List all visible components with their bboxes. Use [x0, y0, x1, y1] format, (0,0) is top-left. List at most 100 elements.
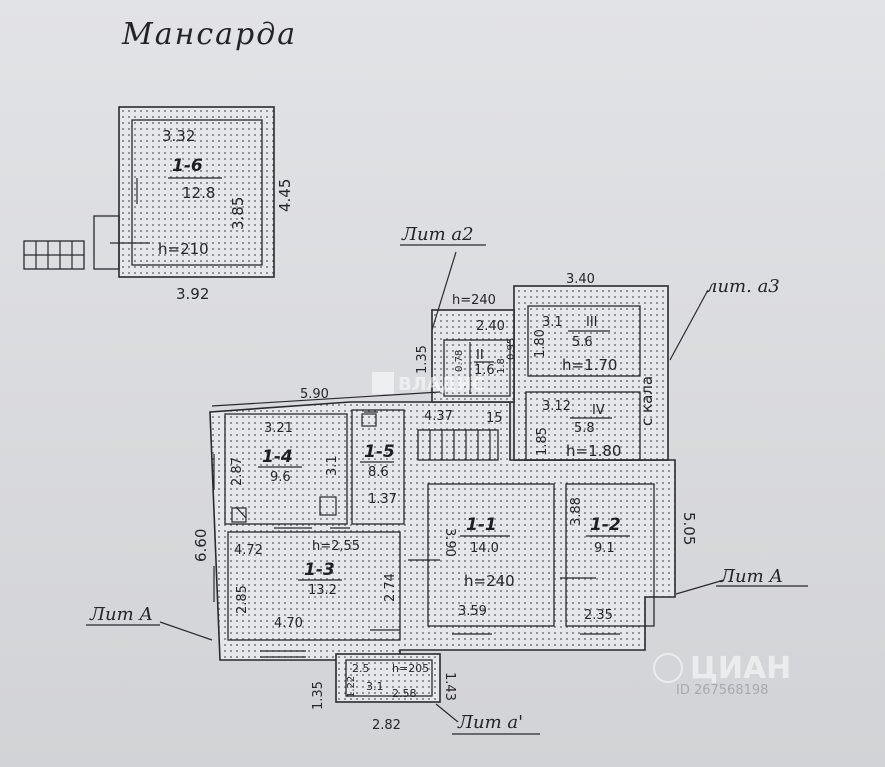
- r13-area: 13.2: [308, 583, 337, 598]
- dim-122: 1.22: [346, 676, 357, 698]
- rIII-id: III: [586, 315, 598, 330]
- rIV-height: h=1.80: [566, 442, 621, 460]
- leader-a1: [435, 703, 459, 723]
- attic-block: 3.32 1-6 12.8 h=210 3.85 4.45 3.92: [23, 106, 294, 303]
- r14-dim-right: 3.1: [325, 455, 340, 476]
- dim-590: 5.90: [300, 387, 329, 402]
- label-lit-a-right: Лит А: [719, 566, 783, 587]
- rIII-dim-w: 3.1: [542, 315, 563, 330]
- attic-dim-right: 4.45: [276, 179, 294, 212]
- room-III: [527, 305, 641, 377]
- porch-a1-inner: [345, 659, 433, 697]
- r11-dim-h: 3.90: [442, 528, 457, 557]
- leader-a-left: [159, 621, 213, 641]
- attic-outer-wall: [118, 106, 275, 278]
- rIII-height: h=1.70: [562, 356, 617, 374]
- leader-a-right: [675, 579, 725, 595]
- r11-area: 14.0: [470, 541, 499, 556]
- rII-id: II: [476, 348, 484, 363]
- room-1-3: [227, 531, 401, 641]
- attic-dim-top: 3.32: [162, 127, 195, 145]
- dim-258: 2.58: [392, 687, 417, 700]
- rIV-dim-h: 1.85: [535, 427, 550, 456]
- label-lit-a3: лит. а3: [706, 276, 780, 297]
- svg-text:ЦИАН: ЦИАН: [690, 651, 791, 686]
- rIII-area: 5.6: [572, 335, 593, 350]
- r15-id: 1-5: [364, 442, 395, 462]
- watermark-cian: ЦИАН ID 267568198: [653, 651, 791, 698]
- r14-area: 9.6: [270, 470, 291, 485]
- dim-282: 2.82: [372, 718, 401, 733]
- label-skala: с кала: [638, 376, 656, 426]
- rIII-dim-h: 1.80: [533, 329, 548, 358]
- r11-height: h=240: [464, 572, 515, 590]
- r12-dim-w: 2.35: [584, 608, 613, 623]
- dim-437: 4.37: [424, 409, 453, 424]
- porch-a1: [335, 653, 441, 703]
- room-1-4: [224, 413, 348, 525]
- r12-id: 1-2: [590, 515, 621, 535]
- rIV-area: 5.8: [574, 421, 595, 436]
- attic-area: 12.8: [182, 184, 215, 202]
- dim-505: 5.05: [680, 512, 698, 545]
- dim-340: 3.40: [566, 272, 595, 287]
- leader-a2: [431, 251, 457, 331]
- room-II: [443, 339, 511, 397]
- r13-height: h=2,55: [312, 539, 360, 554]
- attic-room-id: 1-6: [172, 156, 203, 176]
- attic-inner-wall: [131, 119, 263, 266]
- r14-dim-left: 2.87: [230, 457, 245, 486]
- r13-dim-top: 4.72: [234, 543, 263, 558]
- vladis-logo-icon: [372, 372, 394, 394]
- r11-id: 1-1: [466, 515, 497, 535]
- dim-15: 15: [486, 411, 503, 426]
- main-stair: [417, 429, 499, 461]
- dim-25: 2.5: [352, 662, 370, 675]
- r14-id: 1-4: [262, 447, 293, 467]
- leader-a3: [669, 289, 709, 361]
- dim-660: 6.60: [192, 529, 210, 562]
- annex-a2: [431, 309, 515, 403]
- dim-143: 1.43: [442, 672, 457, 701]
- dim-135b: 1.35: [311, 681, 326, 710]
- rII-area: 1.6: [474, 363, 495, 378]
- dim-31: 3.1: [366, 680, 384, 693]
- r14-dim-top: 3.21: [264, 421, 293, 436]
- label-lit-a2: Лит а2: [401, 224, 474, 245]
- watermark-vladis: ВЛАДИС: [372, 372, 485, 395]
- r13-dim-left: 2.85: [235, 585, 250, 614]
- attic-height: h=210: [158, 240, 209, 258]
- dim-135: 1.35: [415, 345, 430, 374]
- r13-dim-right: 2.74: [383, 573, 398, 602]
- dim-240: 2.40: [476, 319, 505, 334]
- rII-dim-a: 0.78: [454, 350, 465, 372]
- rIV-dim-w: 3.12: [542, 399, 571, 414]
- room-1-1: [427, 483, 555, 627]
- rIV-id: IV: [592, 403, 605, 418]
- r12-area: 9.1: [594, 541, 615, 556]
- plan-title: Мансарда: [121, 17, 297, 52]
- room-IV: [525, 391, 641, 461]
- r15-dim-w: 1.37: [368, 492, 397, 507]
- attic-dim-inner: 3.85: [229, 197, 247, 230]
- dim-h240: h=240: [452, 293, 496, 308]
- dim-h205: h=205: [392, 662, 429, 675]
- room-1-2: [565, 483, 655, 627]
- room-1-5: [351, 409, 405, 525]
- attic-dim-bottom: 3.92: [176, 285, 209, 303]
- rII-dim-b: 1.8: [496, 358, 507, 374]
- r11-dim-w: 3.59: [458, 604, 487, 619]
- rII-dim-c: 0.95: [506, 338, 517, 360]
- cian-logo-icon: [653, 653, 683, 683]
- svg-text:ID 267568198: ID 267568198: [676, 683, 768, 698]
- r13-id: 1-3: [304, 560, 335, 580]
- svg-text:ВЛАДИС: ВЛАДИС: [398, 374, 485, 395]
- r15-area: 8.6: [368, 465, 389, 480]
- label-lit-a1: Лит а': [457, 712, 523, 733]
- r12-dim-h: 3.88: [569, 497, 584, 526]
- label-lit-a-left: Лит А: [89, 604, 153, 625]
- main-house: [159, 251, 725, 723]
- stove-icon: [361, 413, 377, 427]
